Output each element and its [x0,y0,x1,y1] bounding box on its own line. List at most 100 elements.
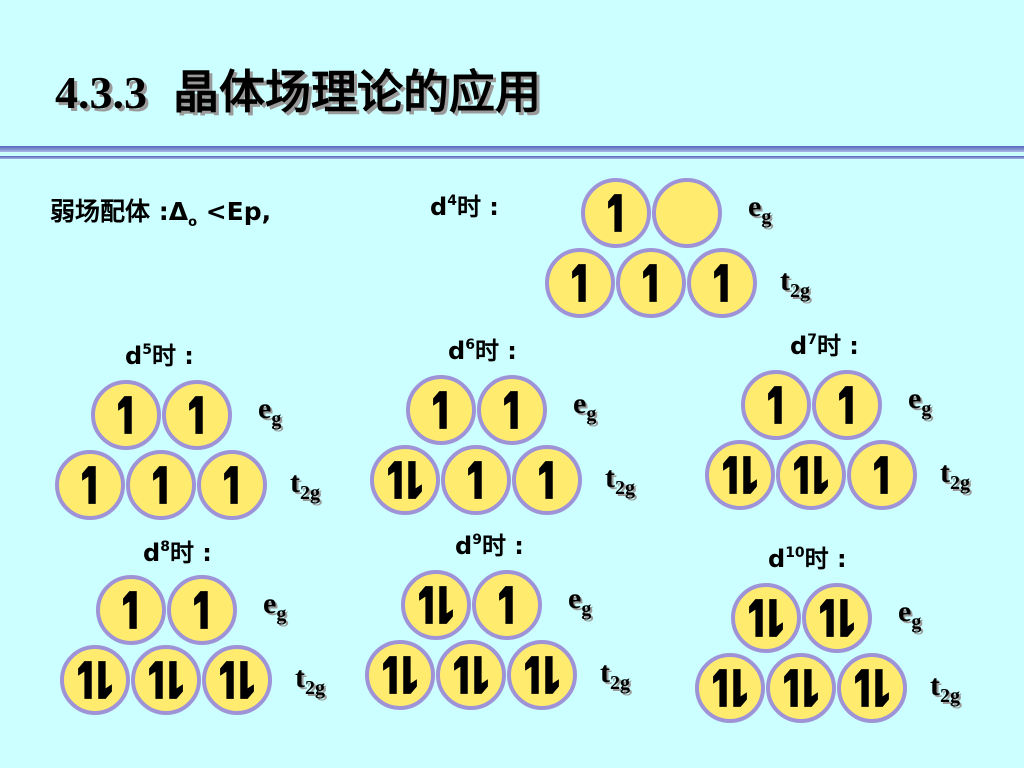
t2g-orbital-circle [507,640,577,710]
t2g-orbital-circle [441,445,511,515]
d5-configuration: eg t2g [55,380,345,522]
spin-up-arrow-icon [767,386,782,424]
spin-up-arrow-icon [78,661,92,699]
heading-electron-count: 4 [447,193,457,209]
spin-up-arrow-icon [122,591,137,629]
t2g-orbital-circle [126,450,196,520]
spin-up-arrow-icon [152,466,167,504]
d6-heading: d6时 : [448,337,517,365]
heading-suffix: 时 : [474,337,517,365]
spin-down-arrow-icon [804,669,818,707]
spin-up-arrow-icon [571,264,586,302]
t2g-label-sub: 2g [305,677,325,699]
d10-configuration: eg t2g [695,583,985,725]
t2g-orbital-circle [512,445,582,515]
heading-d: d [143,539,161,567]
t2g-orbital-circle [545,248,615,318]
heading-electron-count: 10 [785,545,805,561]
eg-label: eg [258,394,281,430]
t2g-orbital-circle [766,653,836,723]
spin-down-arrow-icon [408,461,422,499]
heading-d: d [455,532,473,560]
t2g-orbital-circle [370,445,440,515]
t2g-orbital-circle [55,450,125,520]
heading-suffix: 时 : [816,332,859,360]
eg-label-main: e [748,190,762,223]
t2g-label-sub: 2g [950,472,970,494]
t2g-orbital-circle [197,450,267,520]
t2g-orbital-circle [687,248,757,318]
t2g-label: t2g [290,468,320,504]
eg-orbital-circle [406,375,476,445]
t2g-orbital-circle [847,440,917,510]
t2g-label: t2g [605,463,635,499]
condition-label: 弱场配体 : [50,197,169,226]
spin-up-arrow-icon [220,661,234,699]
t2g-label-main: t [600,656,610,689]
spin-down-arrow-icon [733,669,747,707]
heading-d: d [768,545,786,573]
spin-up-arrow-icon [855,669,869,707]
section-title: 晶体场理论的应用 [173,67,541,118]
d7-configuration: eg t2g [705,370,995,512]
eg-label-sub: g [911,611,922,633]
d7-heading: d7时 : [790,332,859,360]
eg-label-main: e [263,587,277,620]
eg-label-sub: g [271,408,282,430]
t2g-orbital-circle [60,645,130,715]
t2g-orbital-circle [695,653,765,723]
eg-label: eg [748,190,771,228]
eg-orbital-circle [167,575,237,645]
spin-up-arrow-icon [820,599,834,637]
eg-label-main: e [908,382,922,415]
t2g-label-sub: 2g [615,477,635,499]
eg-label-main: e [898,595,912,628]
eg-orbital-row [406,375,548,445]
spin-up-arrow-icon [873,456,888,494]
d6-configuration: eg t2g [370,375,660,517]
d5-heading: d5时 : [125,342,194,369]
spin-up-arrow-icon [193,591,208,629]
spin-up-arrow-icon [223,466,238,504]
title-separator-thin [0,156,1024,159]
t2g-orbital-row [365,640,578,710]
eg-label: eg [263,587,286,625]
t2g-orbital-circle [365,640,435,710]
t2g-orbital-row [705,440,918,510]
t2g-label-main: t [930,669,940,702]
eg-orbital-circle [731,583,801,653]
eg-orbital-circle [472,570,542,640]
spin-down-arrow-icon [814,456,828,494]
eg-label: eg [568,584,591,620]
spin-up-arrow-icon [388,461,402,499]
spin-down-arrow-icon [240,661,254,699]
d9-configuration: eg t2g [365,570,655,712]
spin-down-arrow-icon [743,456,757,494]
eg-orbital-circle [96,575,166,645]
heading-d: d [790,332,808,360]
eg-label-main: e [573,387,587,420]
delta-subscript: o [188,215,197,230]
eg-orbital-row [91,380,233,450]
condition-relation: <Ep, [197,197,272,226]
spin-up-arrow-icon [81,466,96,504]
eg-orbital-row [401,570,543,640]
heading-electron-count: 8 [160,539,170,555]
heading-electron-count: 9 [472,532,482,548]
eg-orbital-circle [581,178,651,248]
spin-up-arrow-icon [419,586,433,624]
d9-heading: d9时 : [455,532,524,560]
heading-suffix: 时 : [804,545,847,573]
spin-up-arrow-icon [525,656,539,694]
eg-label-sub: g [921,398,932,420]
spin-up-arrow-icon [713,669,727,707]
spin-up-arrow-icon [784,669,798,707]
t2g-label: t2g [295,663,325,699]
d8-configuration: eg t2g [60,575,350,717]
eg-label: eg [573,387,596,425]
spin-up-arrow-icon [538,461,553,499]
d8-heading: d8时 : [143,539,212,567]
t2g-label-main: t [940,456,950,489]
eg-orbital-circle [401,570,471,640]
spin-down-arrow-icon [169,661,183,699]
